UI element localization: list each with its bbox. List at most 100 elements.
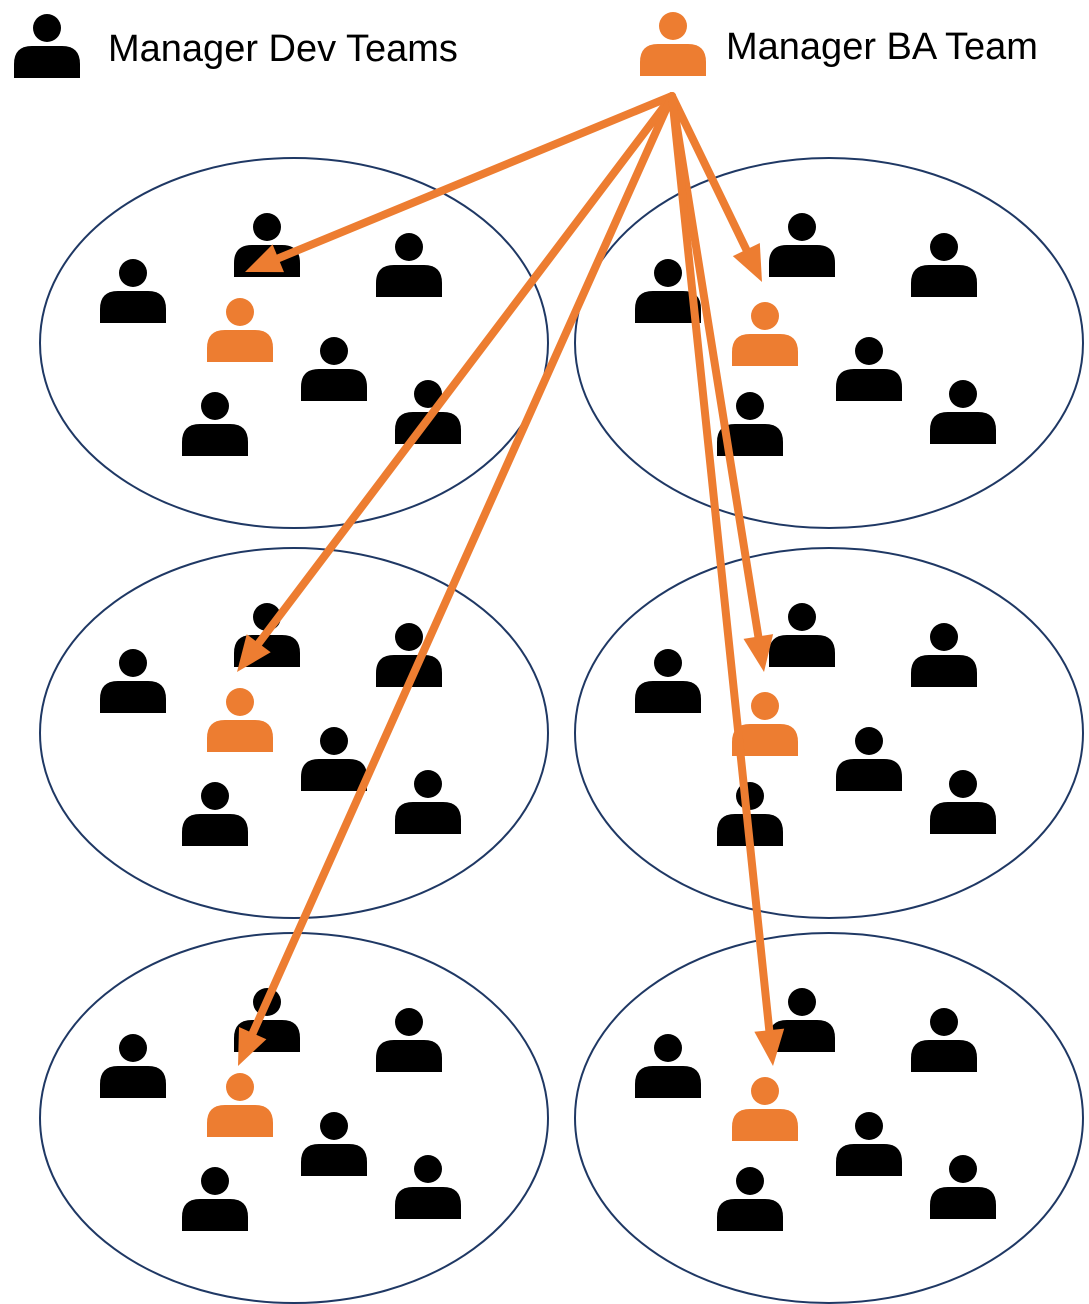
- dev-member-icon: [100, 649, 166, 713]
- legend-dev-manager-label: Manager Dev Teams: [108, 28, 458, 70]
- dev-member-icon-head: [855, 337, 883, 365]
- dev-member-icon: [836, 727, 902, 791]
- dev-member-icon-body: [182, 814, 248, 846]
- dev-member-icon: [911, 1008, 977, 1072]
- dev-member-icon-body: [635, 681, 701, 713]
- person-icon-ba-manager: [640, 12, 706, 76]
- dev-member-icon: [769, 213, 835, 277]
- dev-member-icon-body: [930, 412, 996, 444]
- arrow-head: [245, 244, 284, 273]
- dev-member-icon: [635, 649, 701, 713]
- dev-member-icon-head: [654, 259, 682, 287]
- dev-member-icon-body: [769, 635, 835, 667]
- arrow-shaft: [668, 92, 751, 254]
- ba-member-icon: [732, 692, 798, 756]
- dev-member-icon-body: [717, 424, 783, 456]
- dev-member-icon: [376, 623, 442, 687]
- team-boundary: [574, 547, 1084, 919]
- dev-member-icon-body: [911, 1040, 977, 1072]
- dev-member-icon-head: [253, 213, 281, 241]
- arrow-head: [238, 1027, 267, 1066]
- dev-member-icon-head: [119, 1034, 147, 1062]
- ba-member-icon-head: [226, 298, 254, 326]
- dev-member-icon-head: [201, 1167, 229, 1195]
- dev-member-icon-body: [930, 802, 996, 834]
- dev-member-icon-head: [119, 649, 147, 677]
- dev-member-icon-head: [320, 727, 348, 755]
- arrow-head: [237, 634, 271, 672]
- ba-member-icon-body: [732, 334, 798, 366]
- arrow-to-team-3: [238, 92, 676, 1066]
- team-boundary: [39, 932, 549, 1304]
- person-icon-dev-manager-head: [33, 14, 61, 42]
- dev-member-icon-head: [414, 770, 442, 798]
- dev-member-icon-head: [395, 233, 423, 261]
- dev-member-icon-body: [930, 1187, 996, 1219]
- dev-member-icon: [717, 392, 783, 456]
- person-icon-dev-manager-body: [14, 46, 80, 78]
- dev-member-icon: [635, 259, 701, 323]
- dev-member-icon: [635, 1034, 701, 1098]
- dev-member-icon-body: [100, 1066, 166, 1098]
- dev-member-icon-head: [930, 623, 958, 651]
- dev-member-icon-body: [911, 265, 977, 297]
- ba-member-icon: [732, 302, 798, 366]
- dev-member-icon-head: [736, 392, 764, 420]
- dev-member-icon-body: [376, 265, 442, 297]
- ba-member-icon-body: [732, 1109, 798, 1141]
- dev-member-icon: [301, 337, 367, 401]
- arrow-shaft: [254, 92, 676, 648]
- dev-member-icon-body: [836, 759, 902, 791]
- dev-member-icon-body: [769, 1020, 835, 1052]
- arrow-to-team-5: [668, 92, 774, 672]
- dev-member-icon-body: [100, 681, 166, 713]
- arrow-to-team-6: [668, 92, 785, 1066]
- arrow-head: [743, 634, 774, 672]
- dev-member-icon-body: [301, 369, 367, 401]
- dev-member-icon-head: [414, 380, 442, 408]
- arrow-to-team-2: [237, 92, 676, 672]
- dev-member-icon-body: [301, 1144, 367, 1176]
- arrow-shaft: [668, 92, 774, 1035]
- dev-member-icon: [911, 623, 977, 687]
- team-cluster-2: [39, 547, 549, 919]
- ba-member-icon-head: [751, 302, 779, 330]
- ba-member-icon-body: [732, 724, 798, 756]
- dev-member-icon-head: [949, 1155, 977, 1183]
- arrow-head: [754, 1028, 785, 1066]
- ba-member-icon-head: [226, 688, 254, 716]
- dev-member-icon-head: [855, 727, 883, 755]
- dev-member-icon-body: [836, 369, 902, 401]
- legend-ba-manager-label: Manager BA Team: [726, 26, 1038, 68]
- dev-member-icon-head: [788, 213, 816, 241]
- dev-member-icon: [100, 1034, 166, 1098]
- person-icon-dev-manager: [14, 14, 80, 78]
- team-cluster-1: [39, 157, 549, 529]
- team-boundary: [39, 547, 549, 919]
- team-cluster-5: [574, 547, 1084, 919]
- dev-member-icon-body: [182, 1199, 248, 1231]
- dev-member-icon-body: [182, 424, 248, 456]
- dev-member-icon-body: [301, 759, 367, 791]
- dev-member-icon: [182, 782, 248, 846]
- arrow-shaft: [668, 92, 763, 641]
- dev-member-icon: [930, 770, 996, 834]
- person-icon-ba-manager-body: [640, 44, 706, 76]
- dev-member-icon-body: [911, 655, 977, 687]
- dev-member-icon-body: [395, 802, 461, 834]
- dev-member-icon: [182, 1167, 248, 1231]
- ba-member-icon: [207, 298, 273, 362]
- dev-member-icon-body: [717, 1199, 783, 1231]
- arrow-shaft: [274, 92, 676, 263]
- dev-member-icon-head: [788, 603, 816, 631]
- dev-member-icon-body: [376, 1040, 442, 1072]
- dev-member-icon-head: [654, 1034, 682, 1062]
- dev-member-icon-body: [100, 291, 166, 323]
- dev-member-icon: [376, 233, 442, 297]
- dev-member-icon-body: [769, 245, 835, 277]
- dev-member-icon-body: [376, 655, 442, 687]
- dev-member-icon-head: [395, 1008, 423, 1036]
- dev-member-icon-head: [930, 1008, 958, 1036]
